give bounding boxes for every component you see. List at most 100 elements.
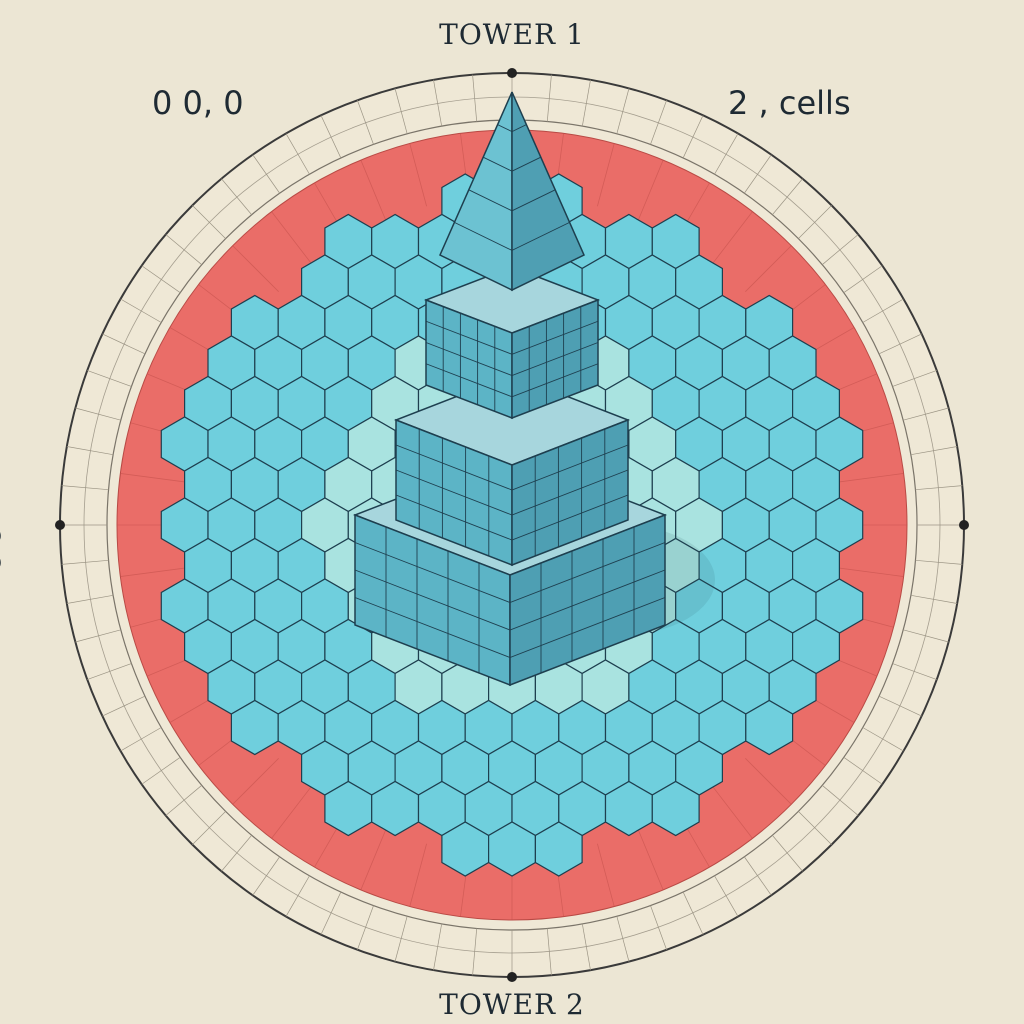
tower-base-grid: [354, 569, 666, 631]
ring-grid-line: [66, 594, 114, 604]
ring-grid-line: [394, 916, 408, 962]
red-zone-crack: [745, 245, 792, 292]
ring-grid-line: [320, 115, 342, 159]
ring-grid-line: [744, 856, 772, 896]
ring-grid-line: [714, 133, 739, 175]
ring-grid-line: [616, 88, 630, 134]
tower[interactable]: [352, 91, 668, 687]
ring-grid-line: [102, 695, 146, 717]
ring-grid-line: [843, 265, 883, 293]
compass-marker: [959, 520, 969, 530]
ring-grid-line: [472, 74, 478, 122]
ring-grid-line: [910, 594, 958, 604]
ring-grid-line: [141, 265, 181, 293]
ring-grid-line: [320, 891, 342, 935]
ring-grid-line: [75, 407, 121, 421]
red-zone-crack: [360, 159, 387, 221]
ring-grid-line: [616, 916, 630, 962]
ring-grid-line: [87, 370, 132, 387]
spire-grid: [511, 189, 556, 212]
ring-grid-line: [798, 205, 832, 239]
ring-grid-line: [822, 234, 859, 265]
spire-grid: [511, 156, 541, 172]
red-zone-crack: [597, 843, 615, 907]
spire-grid: [511, 124, 527, 133]
ring-grid-line: [650, 100, 667, 145]
ring-grid-line: [843, 757, 883, 785]
ring-grid-line: [66, 446, 114, 456]
ring-grid-line: [903, 629, 949, 643]
tower-middle-grid: [395, 444, 629, 491]
red-zone-crack: [360, 829, 387, 891]
ring-grid-line: [682, 891, 704, 935]
red-zone-crack: [839, 473, 904, 483]
red-zone-crack: [120, 473, 185, 483]
ring-grid-line: [141, 757, 181, 785]
ring-grid-line: [394, 88, 408, 134]
red-zone-crack: [232, 245, 279, 292]
ring-grid-line: [357, 905, 374, 950]
ring-grid-line: [120, 727, 162, 752]
compass-marker: [55, 520, 65, 530]
cells-readout: 2 , cells: [728, 84, 851, 122]
ring-grid-line: [357, 100, 374, 145]
ring-grid-line: [772, 835, 803, 872]
ring-grid-line: [165, 785, 202, 816]
tower-upper-grid: [425, 342, 599, 376]
ring-grid-line: [61, 485, 109, 491]
ring-grid-line: [192, 205, 226, 239]
ring-grid-line: [772, 178, 803, 215]
red-zone-crack: [409, 143, 427, 207]
hex-cell: [745, 699, 794, 756]
tower-upper-grid: [425, 363, 599, 398]
spire-grid: [454, 221, 513, 251]
ring-grid-line: [910, 446, 958, 456]
red-zone-crack: [409, 843, 427, 907]
ring-grid-line: [682, 115, 704, 159]
coordinates-readout: 0 0, 0: [152, 84, 244, 122]
ring-grid-line: [472, 928, 478, 976]
red-zone-crack: [597, 143, 615, 207]
spire-grid: [511, 221, 570, 251]
tower-base-grid: [354, 597, 666, 658]
ring-grid-line: [252, 856, 280, 896]
tower-1-label: TOWER 1: [439, 18, 585, 51]
compass-marker: [507, 972, 517, 982]
ring-grid-line: [892, 370, 937, 387]
ring-grid-line: [903, 407, 949, 421]
tower-middle-grid: [395, 469, 629, 516]
ring-grid-line: [285, 875, 310, 917]
tower-2-label: TOWER 2: [439, 988, 585, 1021]
tower-upper-grid: [425, 320, 599, 355]
spire-right: [511, 91, 585, 292]
ring-grid-line: [221, 835, 252, 872]
ring-grid-line: [433, 79, 443, 127]
ring-grid-line: [120, 298, 162, 323]
hex-cell: [534, 821, 583, 877]
ring-grid-line: [546, 74, 552, 122]
red-zone-crack: [712, 211, 753, 264]
ring-grid-line: [650, 905, 667, 950]
tower-middle-grid: [395, 494, 629, 541]
hex-cell: [651, 780, 700, 837]
red-zone-crack: [637, 159, 664, 221]
ring-grid-line: [822, 785, 859, 816]
ring-grid-line: [581, 79, 591, 127]
ring-grid-line: [878, 695, 922, 717]
compass-ticks: [55, 68, 969, 982]
ring-grid-line: [892, 663, 937, 680]
red-zone-crack: [120, 567, 185, 577]
ring-grid-line: [252, 154, 280, 194]
spire-grid: [468, 189, 513, 212]
ring-grid-line: [192, 811, 226, 845]
ring-grid-line: [878, 333, 922, 355]
ring-grid-line: [285, 133, 310, 175]
left-side-label: 2 2: [0, 528, 6, 573]
spire-grid: [497, 124, 513, 133]
ring-grid-line: [546, 928, 552, 976]
ring-grid-line: [862, 298, 904, 323]
ring-grid-line: [744, 154, 772, 194]
ring-grid-line: [581, 923, 591, 971]
tower-base-grid: [354, 542, 666, 603]
